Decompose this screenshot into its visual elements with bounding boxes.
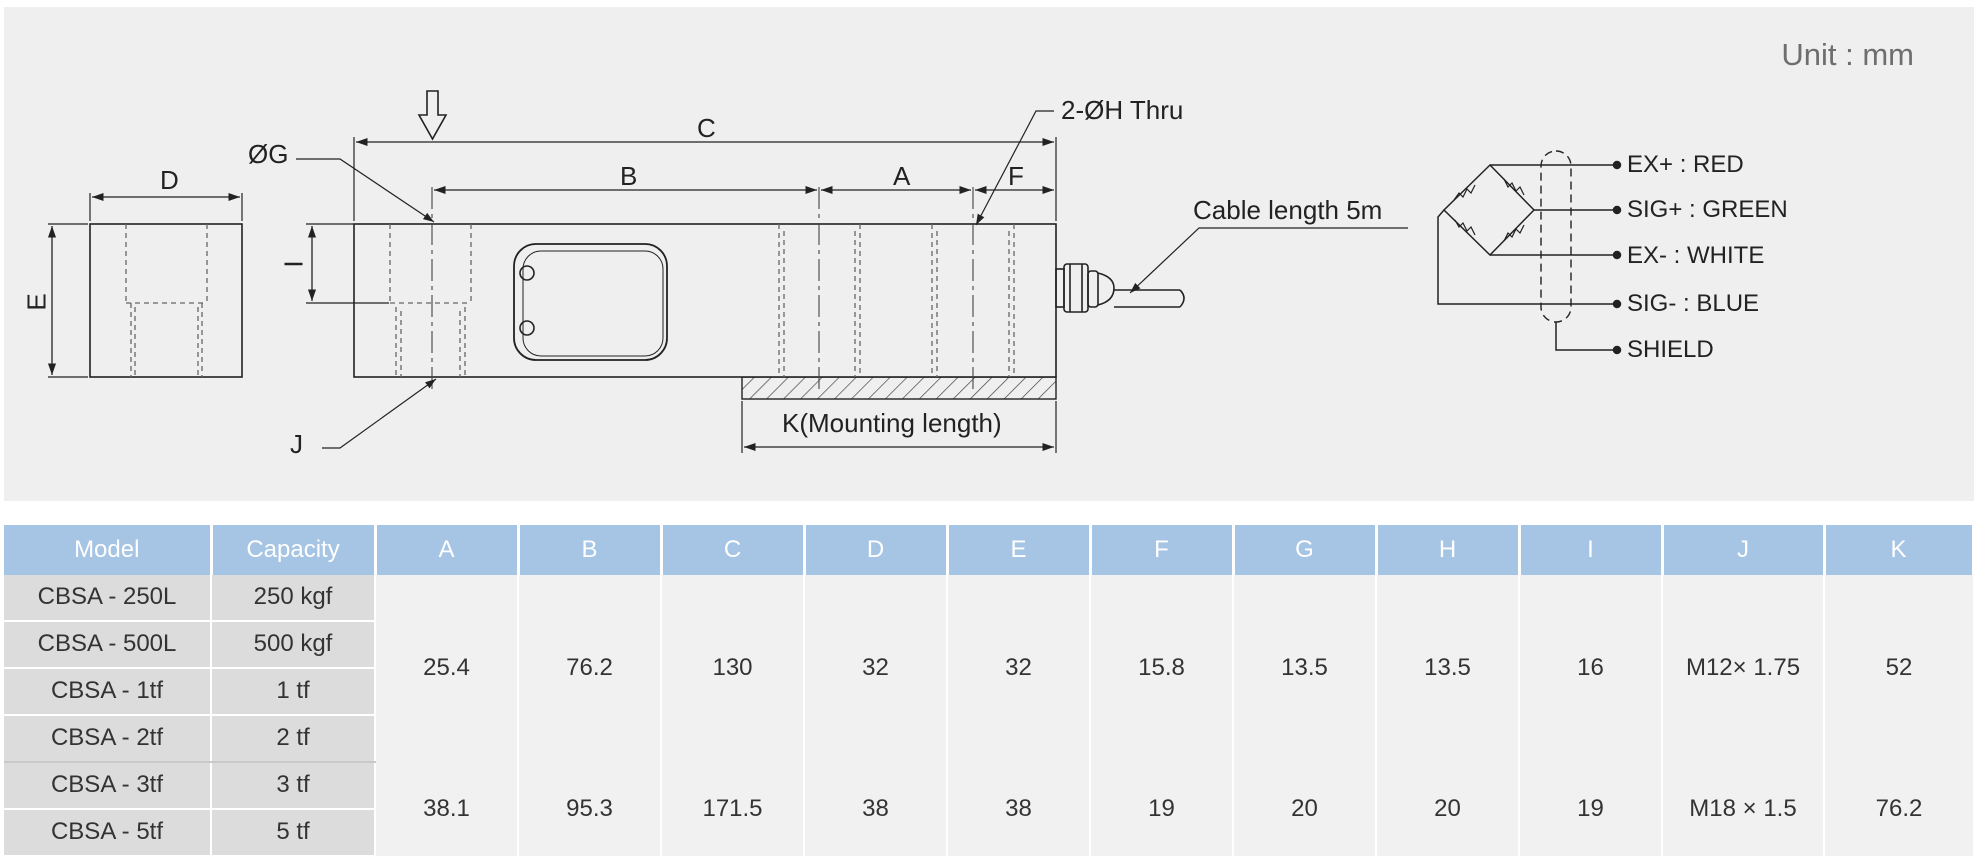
capacity-cell: 500 kgf (211, 620, 376, 669)
dim-cell-a: 38.1 (375, 761, 519, 856)
dim-cell-i: 16 (1519, 575, 1663, 762)
model-cell: CBSA - 3tf (4, 761, 212, 810)
header-j: J (1662, 525, 1826, 575)
dim-cell-c: 171.5 (661, 761, 805, 856)
end-view (47, 192, 243, 378)
dim-label-g: ØG (248, 139, 289, 169)
dim-cell-k: 76.2 (1824, 761, 1973, 856)
dim-label-j: J (290, 429, 303, 459)
dim-label-a: A (893, 161, 911, 191)
header-capacity: Capacity (211, 525, 377, 575)
model-cell: CBSA - 5tf (4, 808, 212, 858)
load-cell-drawing-svg (47, 90, 1622, 453)
capacity-cell: 250 kgf (211, 575, 376, 622)
dim-cell-e: 38 (947, 761, 1091, 856)
table-row: CBSA - 250L 250 kgf 25.4 76.2 130 32 32 … (4, 575, 1973, 762)
dim-cell-c: 130 (661, 575, 805, 762)
header-i: I (1519, 525, 1664, 575)
dim-cell-i: 19 (1519, 761, 1663, 856)
capacity-cell: 5 tf (211, 808, 376, 858)
unit-label: Unit : mm (1781, 37, 1914, 72)
table-row: CBSA - 3tf 3 tf 38.1 95.3 171.5 38 38 19… (4, 761, 1973, 856)
dimension-drawing: Unit : mm D E C B A F I ØG J 2-ØH Thru C… (4, 7, 1974, 501)
header-a: A (375, 525, 520, 575)
dim-cell-j: M12× 1.75 (1662, 575, 1825, 762)
model-cell: CBSA - 2tf (4, 714, 212, 763)
mounting-label: K(Mounting length) (782, 408, 1002, 438)
dim-cell-a: 25.4 (375, 575, 519, 762)
header-h: H (1376, 525, 1521, 575)
dim-cell-b: 95.3 (518, 761, 662, 856)
header-c: C (661, 525, 806, 575)
dim-label-i: I (278, 260, 309, 268)
header-g: G (1233, 525, 1378, 575)
table-row: CBSA - 1tf 1 tf (4, 667, 1973, 716)
model-cell: CBSA - 1tf (4, 667, 212, 716)
wire-label-ex-plus: EX+ : RED (1627, 151, 1744, 178)
dim-cell-j: M18 × 1.5 (1662, 761, 1825, 856)
table-row: CBSA - 2tf 2 tf (4, 714, 1973, 763)
dim-cell-f: 19 (1090, 761, 1234, 856)
wire-label-sig-plus: SIG+ : GREEN (1627, 196, 1788, 223)
header-f: F (1090, 525, 1235, 575)
dim-label-e: E (21, 293, 52, 311)
dim-cell-h: 20 (1376, 761, 1520, 856)
model-cell: CBSA - 250L (4, 575, 212, 622)
dim-cell-h: 13.5 (1376, 575, 1520, 762)
wire-label-shield: SHIELD (1627, 336, 1714, 363)
header-d: D (804, 525, 949, 575)
side-view-dimensions (296, 110, 1408, 453)
wiring-diagram (1437, 150, 1622, 355)
dim-cell-e: 32 (947, 575, 1091, 762)
capacity-cell: 1 tf (211, 667, 376, 716)
model-cell: CBSA - 500L (4, 620, 212, 669)
capacity-cell: 2 tf (211, 714, 376, 763)
dim-label-c: C (697, 113, 716, 143)
dim-label-b: B (620, 161, 638, 191)
dim-cell-f: 15.8 (1090, 575, 1234, 762)
wire-label-ex-minus: EX- : WHITE (1627, 242, 1765, 269)
dim-cell-b: 76.2 (518, 575, 662, 762)
header-e: E (947, 525, 1092, 575)
cable-label: Cable length 5m (1193, 195, 1383, 225)
dim-cell-k: 52 (1824, 575, 1973, 762)
table-row: CBSA - 500L 500 kgf (4, 620, 1973, 669)
wire-label-sig-minus: SIG- : BLUE (1627, 290, 1760, 317)
header-model: Model (4, 525, 213, 575)
table-row: CBSA - 5tf 5 tf (4, 808, 1973, 858)
capacity-cell: 3 tf (211, 761, 376, 810)
dim-cell-d: 38 (804, 761, 948, 856)
header-k: K (1824, 525, 1975, 575)
dim-cell-g: 20 (1233, 761, 1377, 856)
dim-label-f: F (1008, 161, 1024, 191)
dim-cell-g: 13.5 (1233, 575, 1377, 762)
specification-table: Model Capacity A B C D E F G H I J K CBS… (4, 525, 1975, 858)
table-header-row: Model Capacity A B C D E F G H I J K (4, 525, 1975, 575)
dim-label-d: D (160, 165, 179, 195)
side-view (353, 90, 1185, 400)
dim-cell-d: 32 (804, 575, 948, 762)
header-b: B (518, 525, 663, 575)
hole-label: 2-ØH Thru (1061, 95, 1184, 125)
